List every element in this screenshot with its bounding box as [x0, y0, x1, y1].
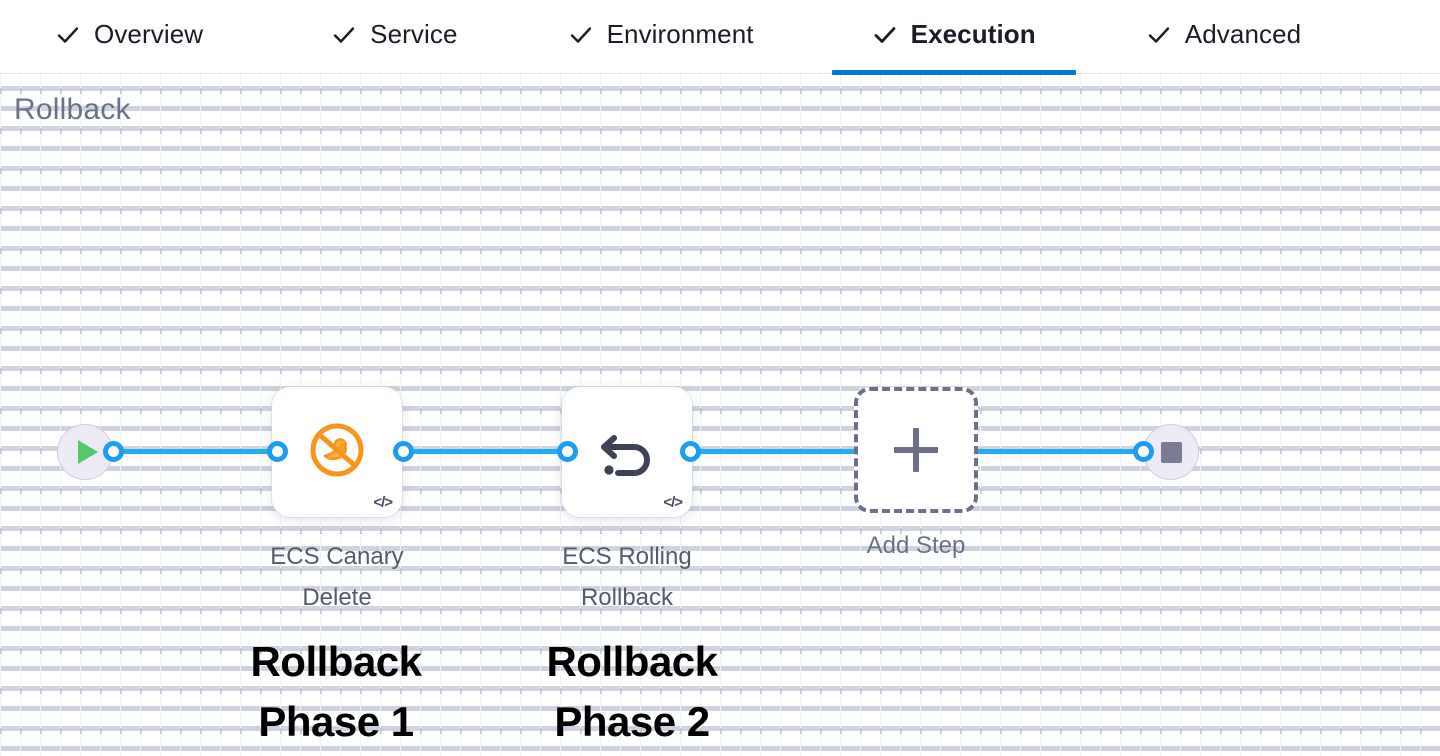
check-icon — [331, 22, 357, 48]
port-end-input[interactable] — [1133, 441, 1154, 462]
add-step-button[interactable] — [854, 387, 978, 513]
annotation-line2: Phase 2 — [554, 698, 710, 745]
plus-icon — [894, 428, 938, 472]
check-icon — [1146, 22, 1172, 48]
canvas-section-title: Rollback — [14, 93, 131, 126]
add-step-label: Add Step — [866, 532, 966, 559]
tab-environment[interactable]: Environment — [568, 0, 754, 74]
check-icon — [55, 22, 81, 48]
edge-rolling-to-addstep — [687, 449, 977, 454]
play-icon — [77, 440, 98, 464]
annotation-line1: Rollback — [250, 638, 422, 685]
port-start-output[interactable] — [103, 441, 124, 462]
tab-service[interactable]: Service — [331, 0, 457, 74]
annotation-line2: Phase 1 — [258, 698, 414, 745]
annotation-rollback-phase-2: Rollback Phase 2 — [472, 632, 792, 752]
node-ecs-canary-delete[interactable]: </> — [272, 387, 402, 517]
code-badge-icon: </> — [663, 494, 683, 511]
tab-overview-label: Overview — [94, 19, 204, 49]
node-label-line1: ECS Canary — [270, 543, 404, 570]
tab-service-label: Service — [370, 19, 458, 49]
tab-execution[interactable]: Execution — [831, 0, 1076, 75]
annotation-line1: Rollback — [546, 638, 718, 685]
rollback-undo-icon — [596, 421, 658, 484]
pipeline-tab-bar: Overview Service Environment Execution — [0, 0, 1440, 75]
edge-addstep-to-end — [975, 449, 1150, 454]
node-label-ecs-rolling-rollback: ECS Rolling Rollback — [512, 536, 742, 618]
pipeline-canvas[interactable]: Rollback </> — [0, 74, 1440, 756]
rollback-flow-graph: </> ECS Canary Delete </> ECS Rolling — [0, 74, 1440, 756]
tab-execution-label: Execution — [910, 19, 1036, 49]
stop-icon — [1160, 441, 1182, 463]
node-label-line2: Delete — [302, 584, 372, 611]
port-canary-output[interactable] — [393, 441, 414, 462]
node-label-line1: ECS Rolling — [562, 543, 692, 570]
node-label-ecs-canary-delete: ECS Canary Delete — [222, 536, 452, 618]
node-label-line2: Rollback — [580, 584, 674, 611]
active-tab-indicator — [831, 69, 1076, 75]
port-rolling-input[interactable] — [557, 441, 578, 462]
tab-environment-label: Environment — [606, 19, 754, 49]
canary-delete-icon — [308, 421, 366, 484]
tab-advanced-label: Advanced — [1184, 19, 1302, 49]
port-rolling-output[interactable] — [680, 441, 701, 462]
code-badge-icon: </> — [373, 494, 393, 511]
check-icon — [872, 22, 898, 48]
port-canary-input[interactable] — [267, 441, 288, 462]
annotation-rollback-phase-1: Rollback Phase 1 — [176, 632, 496, 752]
tab-overview[interactable]: Overview — [55, 0, 203, 74]
edge-start-to-canary — [112, 449, 284, 454]
node-ecs-rolling-rollback[interactable]: </> — [562, 387, 692, 517]
tab-advanced[interactable]: Advanced — [1146, 0, 1301, 74]
edge-canary-to-rolling — [395, 449, 575, 454]
check-icon — [568, 22, 594, 48]
